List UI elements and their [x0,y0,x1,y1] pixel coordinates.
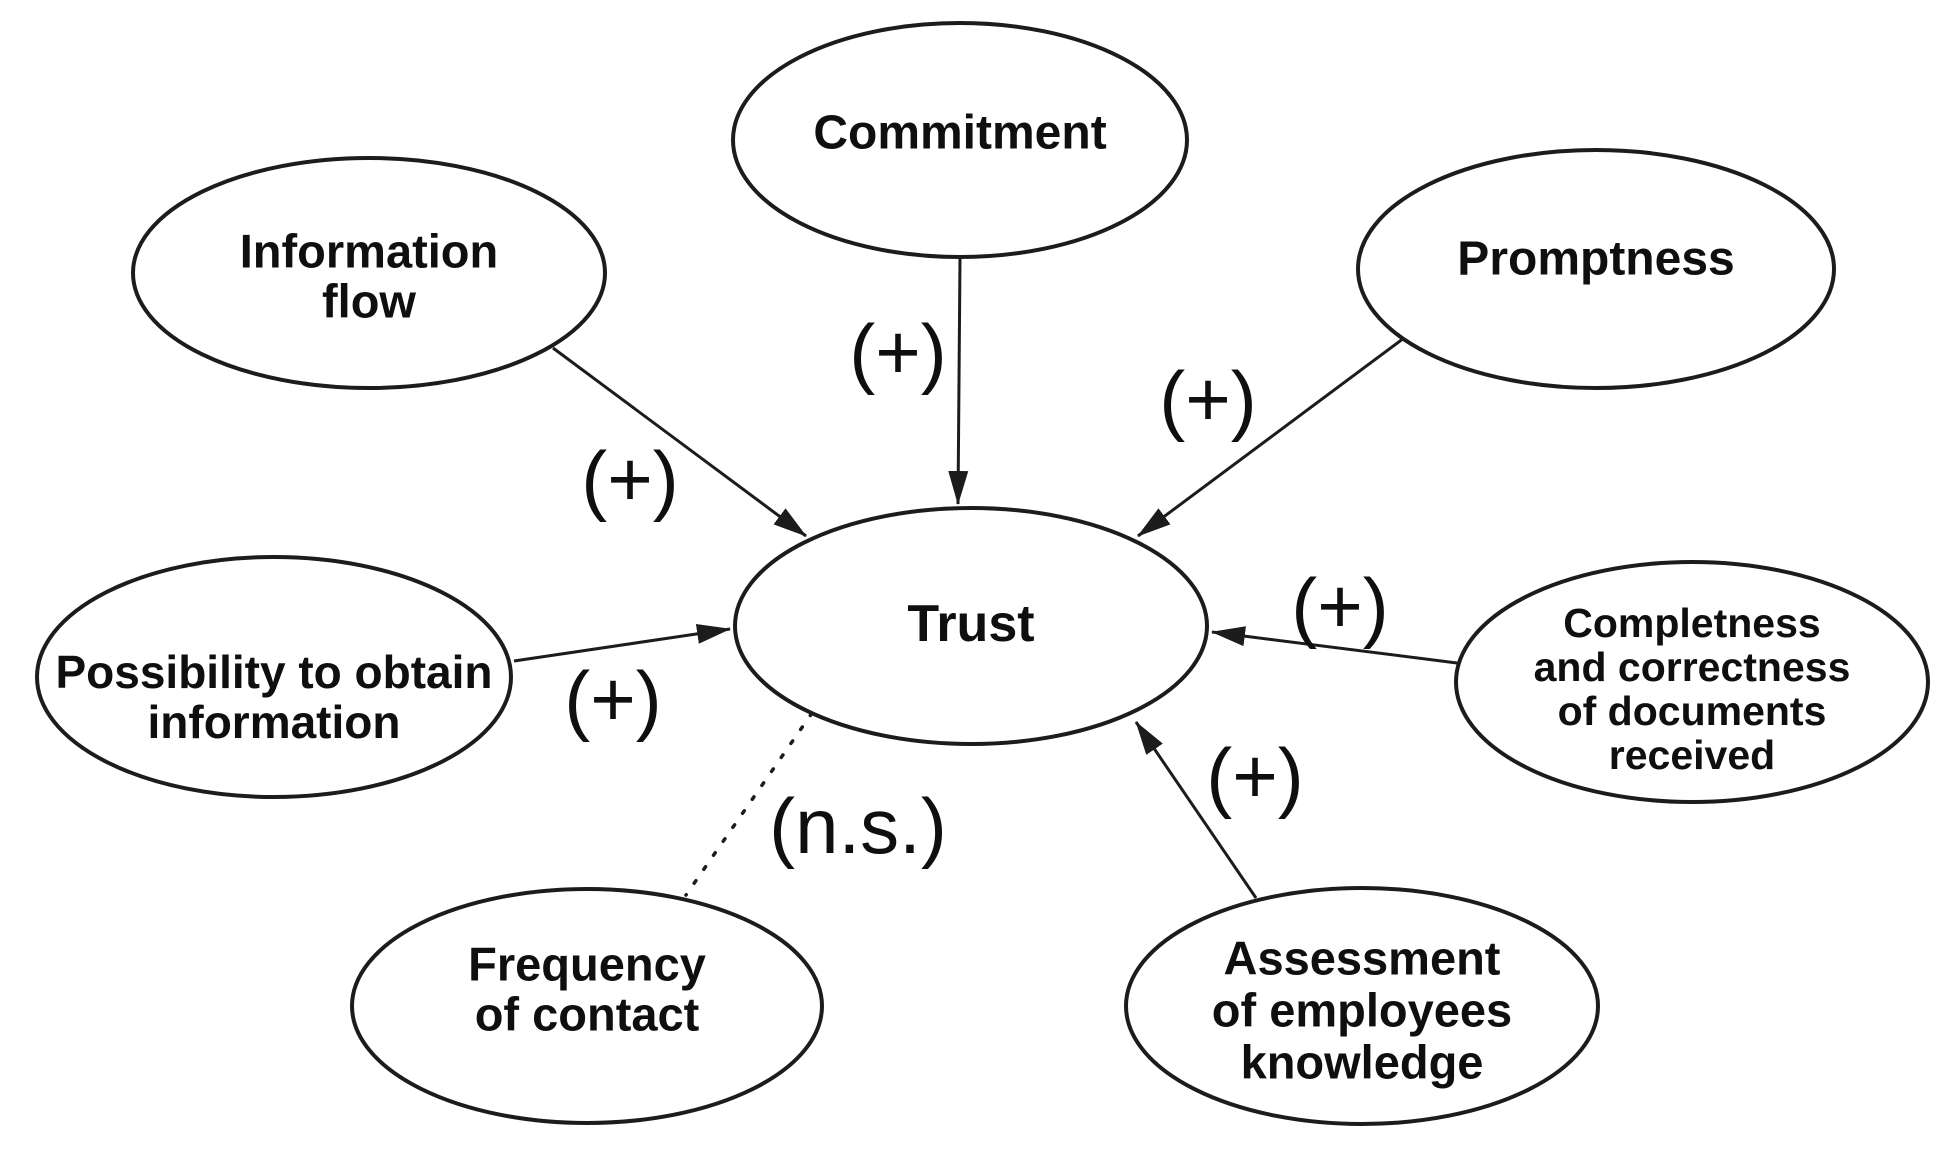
assessment-label-line2: of employees [1212,984,1512,1037]
node-trust: Trust [733,506,1209,746]
possibility-ellipse [35,555,513,799]
commitment-label: Commitment [813,107,1106,160]
node-information-flow: Information flow [131,156,607,390]
edges [513,257,1458,899]
edge-commitment-to-trust [948,257,969,505]
node-frequency-of-contact: Frequency of contact [350,887,824,1125]
trust-label: Trust [907,595,1034,653]
frequency-label-line2: of contact [475,988,700,1041]
node-promptness: Promptness [1356,148,1836,390]
edge-frequency-to-trust-dotted [684,711,814,897]
edge-label-assessment: (+) [1206,732,1304,820]
node-commitment: Commitment [731,21,1189,259]
completeness-label-line2: and correctness [1534,644,1851,690]
edge-assessment-to-trust [1134,721,1258,899]
possibility-label-line1: Possibility to obtain [55,646,492,698]
assessment-label-line1: Assessment [1224,932,1501,985]
edge-label-completeness: (+) [1291,562,1389,650]
assessment-label-line3: knowledge [1241,1036,1484,1089]
trust-ellipse [733,506,1209,746]
information-flow-label-line1: Information [240,225,498,278]
edge-possibility-to-trust [513,623,731,663]
node-possibility-to-obtain-information: Possibility to obtain information [35,555,513,799]
completeness-label-line1: Completness [1563,600,1820,646]
promptness-ellipse [1356,148,1836,390]
edge-labels: (+) (+) (+) (+) (+) (n.s.) (+) [564,308,1389,870]
promptness-label: Promptness [1457,233,1734,286]
frequency-label-line1: Frequency [468,938,706,991]
edge-label-commitment: (+) [849,308,947,396]
edge-label-frequency-ns: (n.s.) [769,782,947,870]
edge-label-possibility: (+) [564,655,662,743]
node-completeness-correctness-documents: Completness and correctness of documents… [1454,560,1930,804]
completeness-label-line4: received [1609,732,1775,778]
information-flow-ellipse [131,156,607,390]
edge-information-flow-to-trust [552,346,807,538]
edge-label-information-flow: (+) [581,435,679,523]
completeness-label-line3: of documents [1558,688,1827,734]
possibility-label-line2: information [148,696,401,748]
commitment-ellipse [731,21,1189,259]
node-assessment-of-employees-knowledge: Assessment of employees knowledge [1124,886,1600,1126]
completeness-ellipse [1454,560,1930,804]
information-flow-label-line2: flow [322,275,416,328]
edge-completeness-to-trust [1211,626,1458,665]
assessment-ellipse [1124,886,1600,1126]
frequency-ellipse [350,887,824,1125]
edge-label-promptness: (+) [1159,355,1257,443]
edge-promptness-to-trust [1137,336,1405,538]
